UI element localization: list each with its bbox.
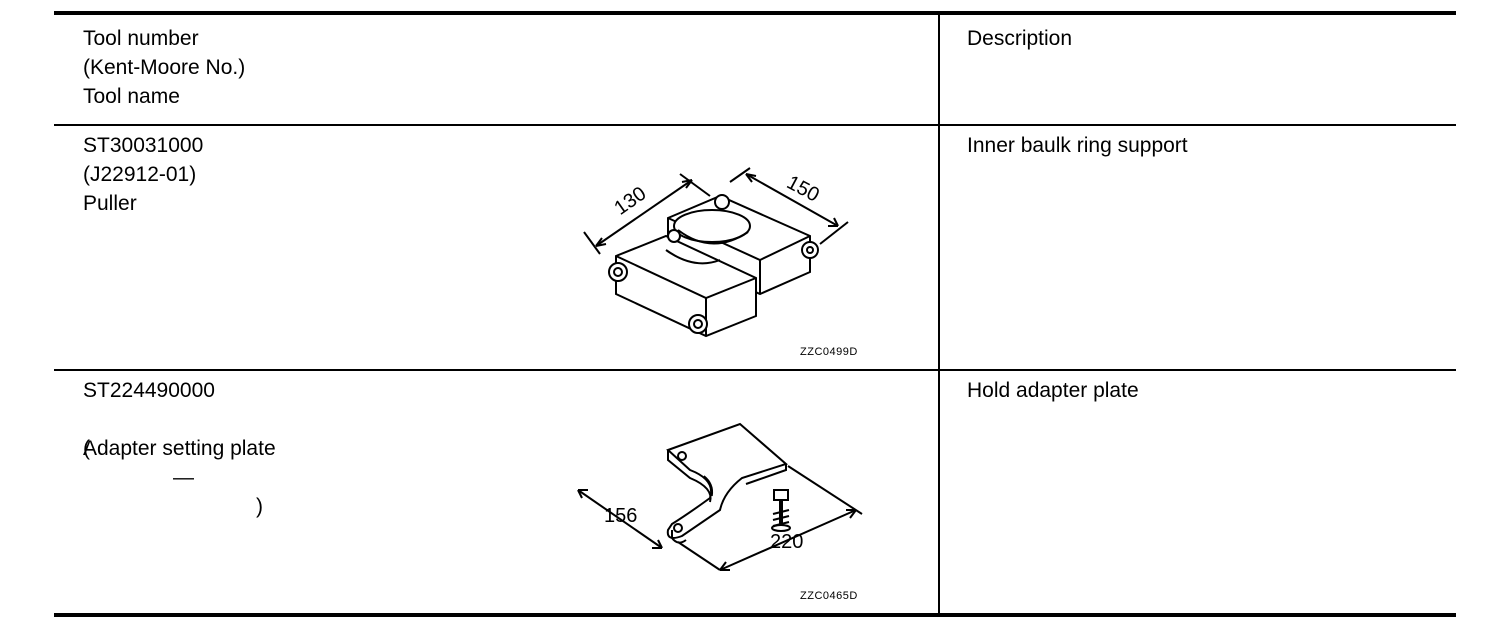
header-description: Description xyxy=(967,27,1073,50)
table-bottom-rule xyxy=(54,613,1456,617)
row2-kent-moore: ( — ) xyxy=(83,405,283,518)
adapter-dimension-width: 220 xyxy=(770,531,804,553)
row2-kent-moore-dash: — xyxy=(173,466,194,489)
row2-description: Hold adapter plate xyxy=(967,379,1139,402)
header-kent-moore: (Kent-Moore No.) xyxy=(83,56,246,79)
row2-description-cell: Hold adapter plate xyxy=(967,376,1139,405)
row1-description-cell: Inner baulk ring support xyxy=(967,131,1188,160)
row2-tool-number: ST224490000 xyxy=(83,379,215,402)
header-description-cell: Description xyxy=(967,24,1072,53)
row2-tool-name: Adapter setting plate xyxy=(83,437,276,460)
header-bottom-rule xyxy=(54,124,1456,126)
header-tool-name: Tool name xyxy=(83,85,180,108)
row2-tool-cell: ST224490000 ( — ) Adapter setting plate xyxy=(83,376,283,518)
adapter-dimension-length: 156 xyxy=(604,505,638,527)
adapter-plate-illustration xyxy=(570,418,870,578)
table-top-rule xyxy=(54,11,1456,15)
row1-description: Inner baulk ring support xyxy=(967,134,1188,157)
row1-figure-code: ZZC0499D xyxy=(800,346,858,358)
row2-kent-moore-open: ( xyxy=(83,437,90,460)
row1-kent-moore: (J22912-01) xyxy=(83,163,197,186)
header-tool-number: Tool number xyxy=(83,27,199,50)
column-divider xyxy=(938,12,940,615)
row1-tool-number: ST30031000 xyxy=(83,134,204,157)
row-divider-rule xyxy=(54,369,1456,371)
row2-kent-moore-close: ) xyxy=(256,495,263,518)
row1-tool-name: Puller xyxy=(83,192,137,215)
row2-figure-code: ZZC0465D xyxy=(800,590,858,602)
header-tool-cell: Tool number (Kent-Moore No.) Tool name xyxy=(83,24,245,111)
row1-tool-cell: ST30031000 (J22912-01) Puller xyxy=(83,131,203,218)
puller-illustration xyxy=(570,160,870,350)
